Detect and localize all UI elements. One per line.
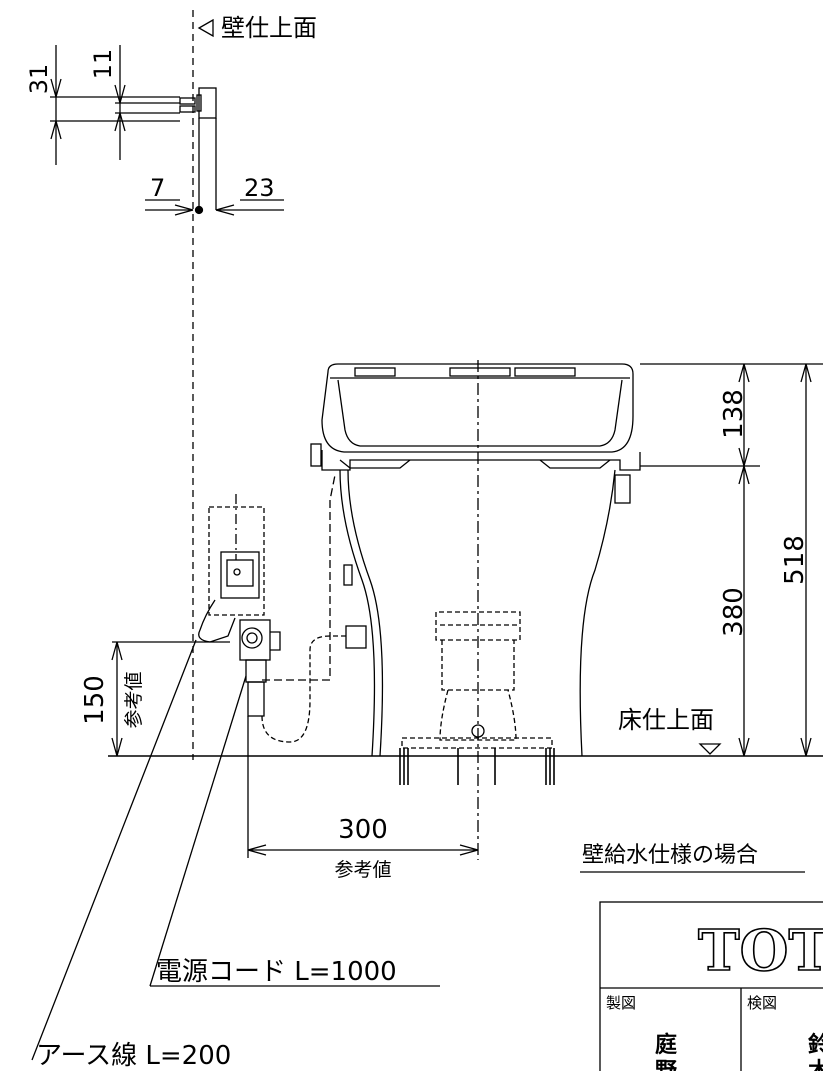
dim-11: 11: [89, 49, 117, 80]
wall-supply-note: 壁給水仕様の場合: [582, 843, 758, 868]
dim-31: 31: [25, 64, 53, 95]
drawn-by-name-1: 庭: [655, 1032, 677, 1058]
earth-wire-label: アース線 L=200: [36, 1041, 231, 1071]
dim-23: 23: [244, 174, 275, 202]
drawn-by-label: 製図: [606, 994, 636, 1012]
dim-150: 150: [80, 675, 110, 725]
wall-surface-marker: [197, 18, 214, 38]
leader-lines: [31, 639, 440, 1061]
floor-surface-label: 床仕上面: [618, 706, 714, 734]
dim-300: 300: [338, 815, 388, 845]
dim-138: 138: [719, 389, 749, 439]
toilet-seat-unit: [310, 363, 641, 471]
dim-380: 380: [719, 587, 749, 637]
remote-bracket-detail: [50, 45, 284, 216]
drawn-by-name-2: 野: [655, 1059, 677, 1071]
title-block: [599, 901, 823, 1071]
dim-300-ref-label: 参考値: [334, 859, 391, 881]
height-dimensions: [640, 363, 823, 757]
floor-line: [108, 743, 823, 757]
power-cord-label: 電源コード L=1000: [156, 957, 397, 987]
checked-by-label: 検図: [747, 994, 777, 1012]
dim-300-lines: [247, 716, 479, 858]
checked-by-name-1: 鈴: [808, 1032, 823, 1058]
dim-7: 7: [150, 174, 165, 202]
dim-518: 518: [780, 535, 810, 585]
toto-logo: TOTO: [698, 918, 823, 984]
toilet-bowl: [339, 360, 631, 860]
dim-150-lines: [111, 641, 230, 757]
water-supply-valve: [198, 474, 367, 743]
checked-by-name-2: 木: [807, 1059, 823, 1071]
wall-surface-label: 壁仕上面: [221, 14, 317, 42]
dim-150-ref-label: 参考値: [123, 671, 145, 728]
